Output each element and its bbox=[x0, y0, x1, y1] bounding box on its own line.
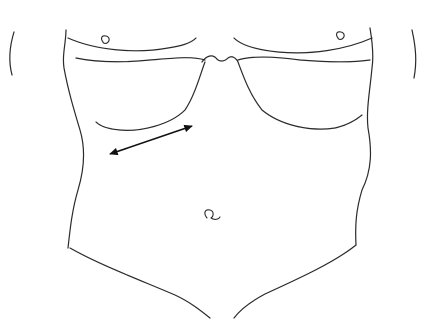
right-arm-outline bbox=[412, 30, 416, 78]
xiphoid-contour bbox=[202, 56, 238, 62]
left-torso-outline bbox=[63, 30, 83, 248]
left-nipple bbox=[102, 36, 110, 44]
left-arm-outline bbox=[10, 32, 14, 75]
left-groin-line bbox=[70, 248, 210, 318]
right-nipple bbox=[337, 32, 345, 40]
left-costal-margin bbox=[96, 62, 205, 130]
right-pectoral-curve bbox=[238, 57, 370, 62]
umbilicus bbox=[205, 210, 220, 220]
left-pectoral-curve bbox=[76, 58, 205, 62]
right-costal-margin bbox=[238, 62, 362, 129]
right-chest-contour bbox=[234, 38, 372, 53]
right-groin-line bbox=[234, 245, 356, 318]
left-chest-contour bbox=[68, 38, 196, 51]
